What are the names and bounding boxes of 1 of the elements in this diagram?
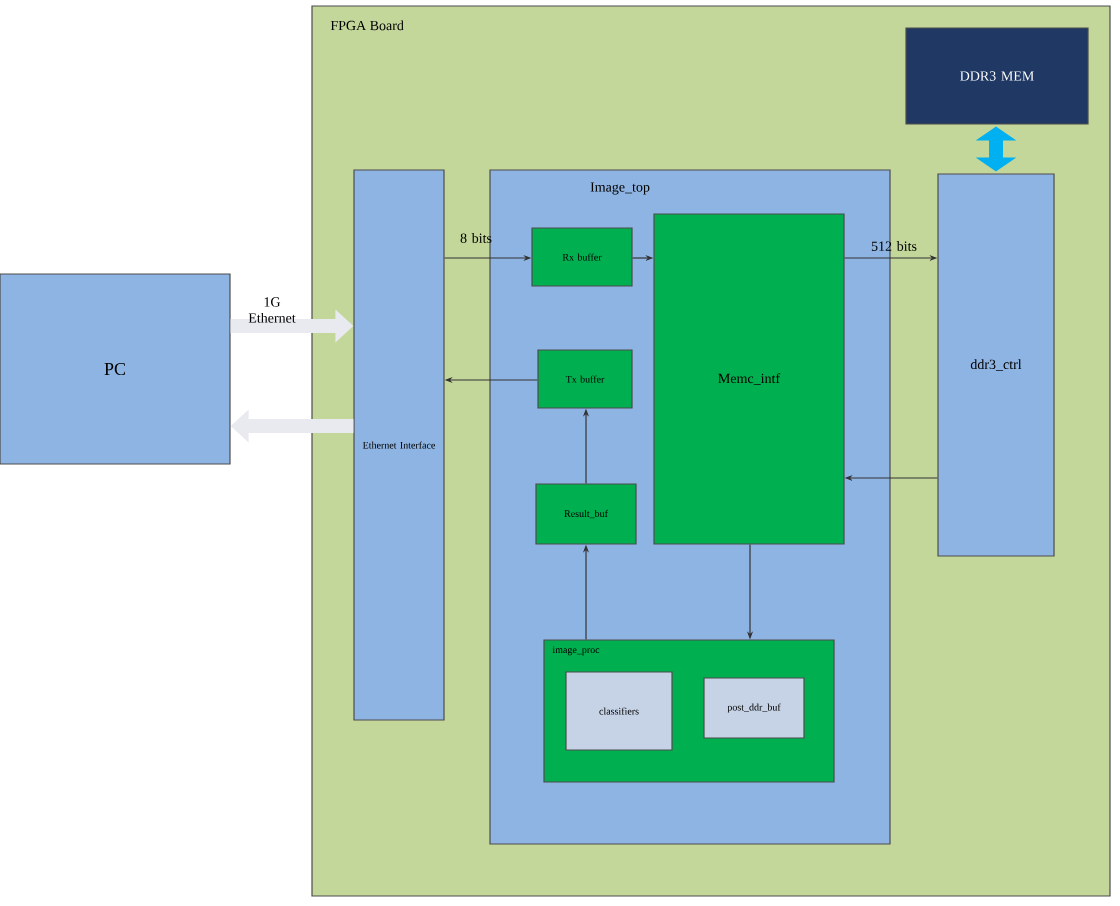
pc-box: PC <box>0 273 231 465</box>
